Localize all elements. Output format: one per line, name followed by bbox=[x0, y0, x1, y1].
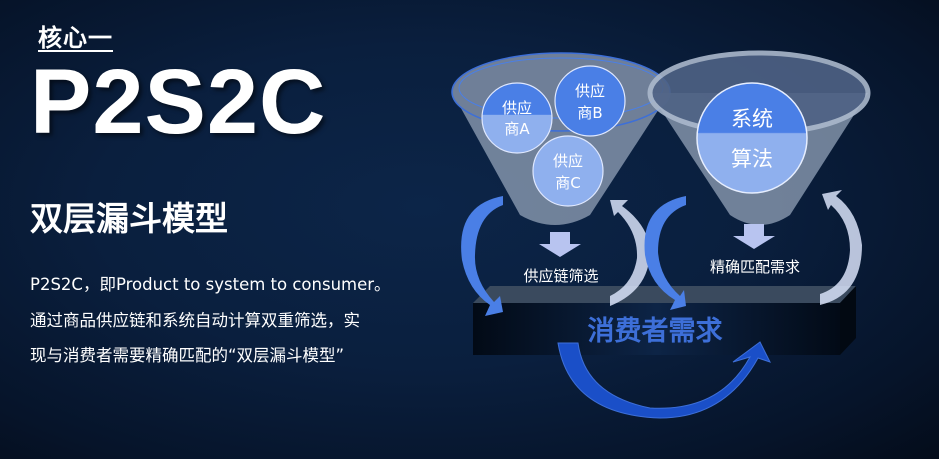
supplier-a-circle bbox=[481, 82, 553, 154]
down-arrow-icon bbox=[733, 224, 775, 249]
supply-chain-filter-label: 供应链筛选 bbox=[523, 267, 598, 285]
supplier-b-circle bbox=[554, 65, 626, 137]
curved-arrow-icon bbox=[820, 190, 862, 305]
supplier-c-line2: 商C bbox=[555, 174, 580, 192]
main-title: P2S2C bbox=[30, 51, 327, 153]
algorithm-circle bbox=[696, 82, 808, 194]
algorithm-funnel: 系统 算法 bbox=[647, 50, 871, 225]
precise-match-label: 精确匹配需求 bbox=[710, 258, 800, 276]
supplier-a-line1: 供应 bbox=[502, 99, 532, 117]
curved-arrow-icon bbox=[461, 196, 503, 316]
down-arrow-icon bbox=[539, 232, 581, 257]
consumer-demand-platform bbox=[473, 286, 856, 355]
supplier-c-line1: 供应 bbox=[553, 152, 583, 170]
supplier-b-line2: 商B bbox=[577, 104, 602, 122]
supplier-funnel: 供应 商A 供应 商B 供应 商C bbox=[451, 52, 671, 225]
subtitle: 双层漏斗模型 bbox=[30, 199, 228, 238]
consumer-demand-label: 消费者需求 bbox=[588, 316, 723, 347]
curved-arrow-icon bbox=[610, 200, 650, 306]
section-label: 核心一 bbox=[38, 24, 113, 52]
algorithm-line1: 系统 bbox=[731, 107, 773, 131]
supplier-b-line1: 供应 bbox=[575, 82, 605, 100]
supplier-c-circle bbox=[532, 135, 604, 207]
curved-arrow-icon bbox=[644, 196, 686, 310]
description-line-3: 现与消费者需要精确匹配的“双层漏斗模型” bbox=[30, 346, 345, 365]
description-line-1: P2S2C，即Product to system to consumer。 bbox=[30, 275, 391, 294]
cycle-arrow-icon bbox=[557, 341, 771, 419]
algorithm-line2: 算法 bbox=[731, 147, 773, 171]
description-line-2: 通过商品供应链和系统自动计算双重筛选，实 bbox=[30, 311, 360, 330]
supplier-a-line2: 商A bbox=[504, 120, 530, 138]
